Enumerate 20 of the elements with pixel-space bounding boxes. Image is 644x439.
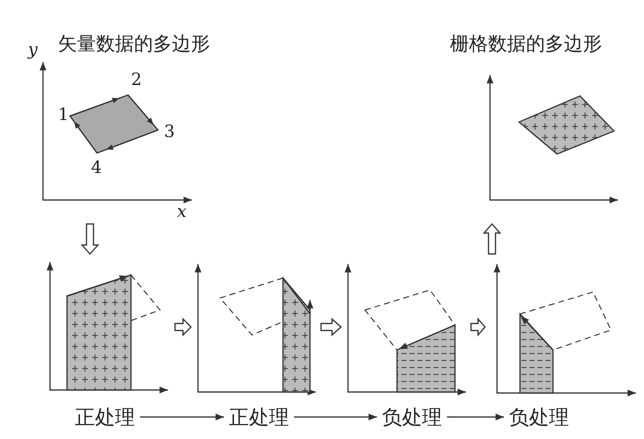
vertex-number: 2 [131,72,142,89]
block-arrow [482,223,502,255]
vertex-number: 1 [58,107,69,124]
axis-label: x [177,204,187,221]
arrow [140,414,224,420]
block-arrow [174,318,192,336]
axis-label: y [28,42,38,59]
vertex-number: 4 [91,160,102,177]
arrow [294,414,377,420]
step-label: 负处理 [380,402,444,432]
vertex-number: 3 [164,124,175,141]
block-arrow [80,223,100,255]
block-arrow [470,317,486,337]
block-arrow [320,318,342,336]
panel-heading: 矢量数据的多边形 [58,34,210,55]
arrow [447,414,504,420]
step-label: 正处理 [73,402,137,432]
step-label: 负处理 [507,402,571,432]
step-label: 正处理 [227,402,291,432]
panel-heading: 栅格数据的多边形 [450,34,602,55]
